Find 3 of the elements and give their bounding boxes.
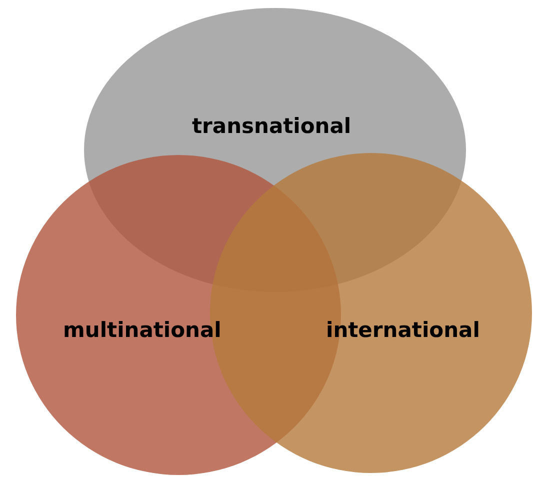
set-label: multinational (63, 318, 222, 342)
set-label: transnational (192, 114, 352, 138)
set-label: international (326, 318, 480, 342)
